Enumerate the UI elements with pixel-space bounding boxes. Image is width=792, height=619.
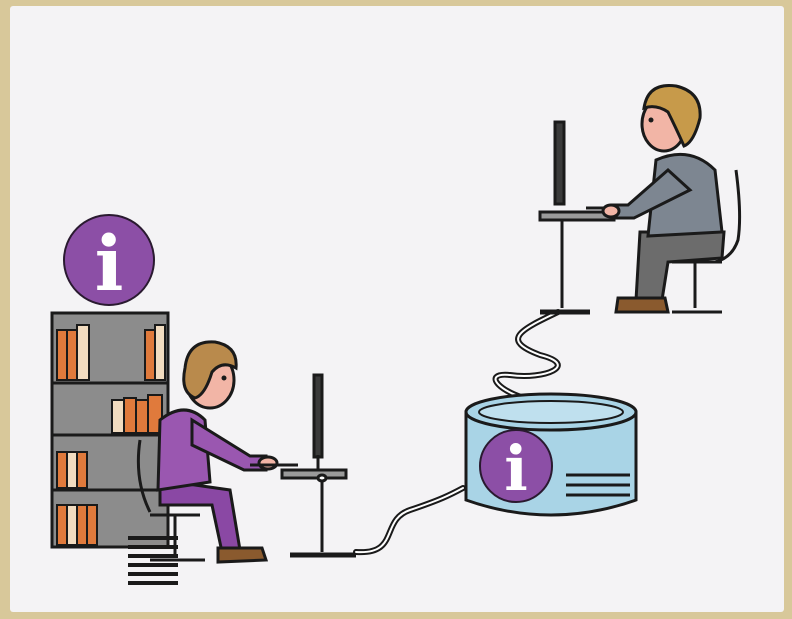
info-icon-letter: i	[504, 432, 528, 505]
info-icon-letter: i	[95, 219, 124, 308]
bookshelf	[52, 313, 168, 547]
